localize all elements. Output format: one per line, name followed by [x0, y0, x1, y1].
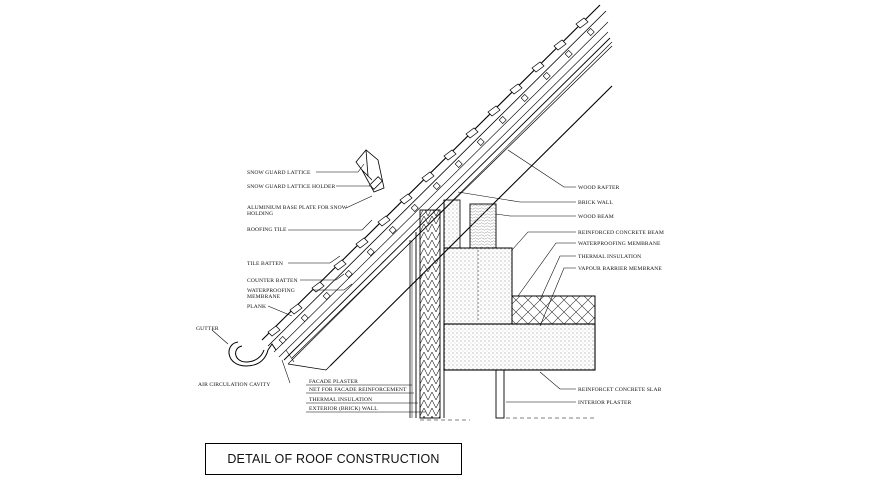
snow-guard: [355, 149, 385, 193]
label-membrane: MEMBRANE: [247, 294, 281, 300]
drawing-title: DETAIL OF ROOF CONSTRUCTION: [227, 452, 440, 466]
right-leaders: [457, 149, 576, 403]
label-counter-batten: COUNTER BATTEN: [247, 278, 298, 284]
label-tile-batten: TILE BATTEN: [247, 261, 283, 267]
battens: [278, 28, 595, 344]
label-waterproofing-membrane: WATERPROOFING MEMBRANE: [578, 241, 661, 247]
bottom-leaders: [306, 384, 426, 413]
label-wood-beam: WOOD BEAM: [578, 214, 614, 220]
concrete-beam: [443, 247, 513, 325]
label-facade-net: NET FOR FACADE REINFORCEMENT: [309, 387, 407, 393]
label-wood-rafter: WOOD RAFTER: [578, 185, 620, 191]
roofing-tiles: [267, 17, 589, 337]
label-thermal-insulation-right: THERMAL INSULATION: [578, 254, 641, 260]
label-snow-guard-lattice: SNOW GUARD LATTICE: [247, 170, 311, 176]
title-box: DETAIL OF ROOF CONSTRUCTION: [205, 443, 462, 475]
label-holding: HOLDING: [247, 211, 273, 217]
label-roofing-tile: ROOFING TILE: [247, 227, 287, 233]
gutter: [228, 341, 277, 367]
label-waterproofing: WATERPROOFING: [247, 288, 295, 294]
slab-insulation: [511, 295, 596, 325]
label-exterior-wall: EXTERIOR (BRICK) WALL: [309, 405, 378, 412]
label-concrete-beam: REINFORCED CONCRETE BEAM: [578, 230, 664, 236]
label-gutter: GUTTER: [196, 326, 219, 332]
label-thermal-insulation-bottom: THERMAL INSULATION: [309, 397, 372, 403]
label-aluminium-plate: ALUMINIUM BASE PLATE FOR SNOW: [247, 205, 348, 211]
label-concrete-slab: REINFORCET CONCRETE SLAB: [578, 387, 662, 393]
label-facade-plaster: FACADE PLASTER: [309, 379, 358, 385]
left-leaders: [211, 163, 373, 384]
concrete-slab: [443, 323, 596, 371]
label-brick-wall: BRICK WALL: [578, 200, 613, 206]
wood-beam: [469, 203, 497, 249]
label-snow-guard-holder: SNOW GUARD LATTICE HOLDER: [247, 184, 335, 190]
label-plank: PLANK: [247, 304, 266, 310]
interior-plaster: [420, 369, 595, 421]
label-air-cavity: AIR CIRCULATION CAVITY: [198, 382, 270, 388]
label-vapour-barrier: VAPOUR BARRIER MEMBRANE: [578, 266, 662, 272]
label-interior-plaster: INTERIOR PLASTER: [578, 400, 632, 406]
